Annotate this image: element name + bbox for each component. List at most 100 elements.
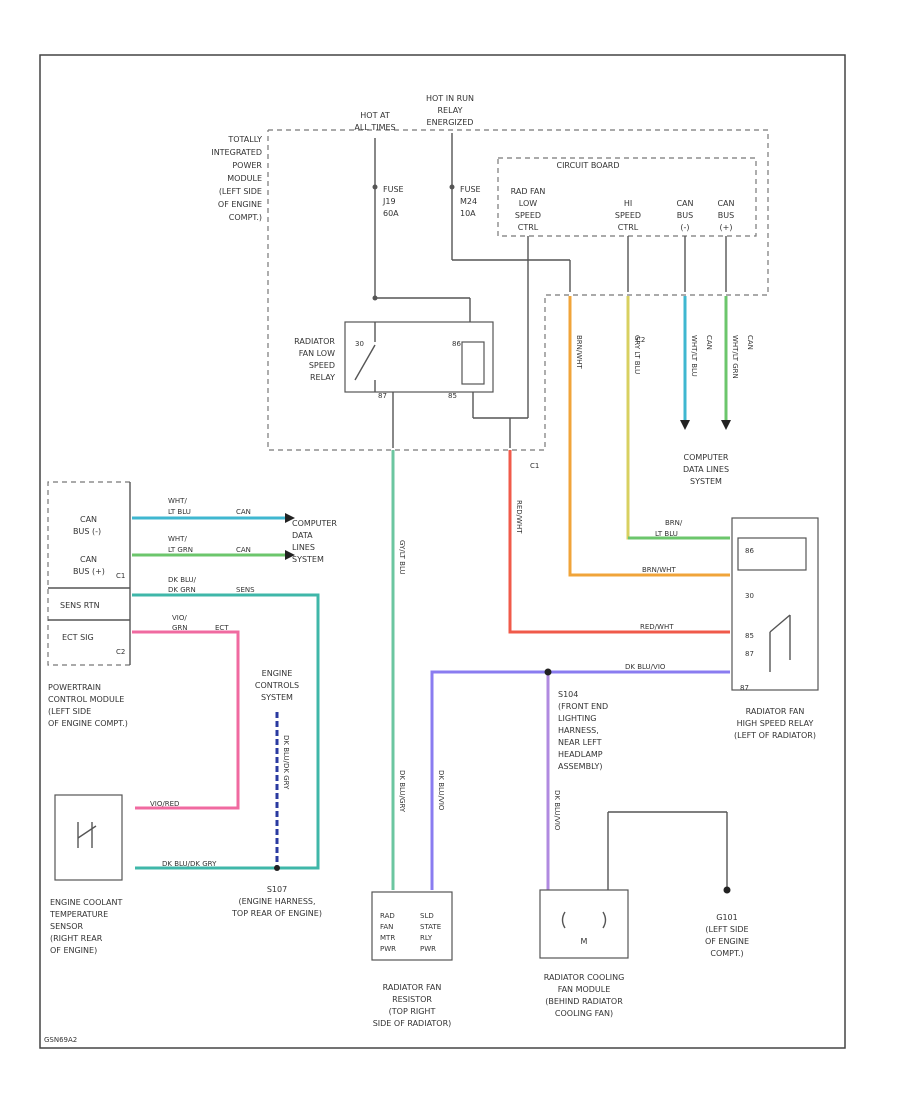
s104-5: NEAR LEFT <box>558 738 602 747</box>
hi-speed-ctrl-3: CTRL <box>618 223 639 232</box>
tipm-label-7: COMPT.) <box>229 213 262 222</box>
wire-dkbl-vt-v2: DK BLU/VIO <box>553 790 561 831</box>
hi-pin-87: 87 <box>745 650 754 658</box>
pcm-can2-b: BUS (+) <box>73 567 105 576</box>
pcm-cdl-1: COMPUTER <box>292 519 337 528</box>
hi-pin-86: 86 <box>745 547 754 555</box>
wire-dkbl-vt-h: DK BLU/VIO <box>625 663 666 671</box>
s104-7: ASSEMBLY) <box>558 762 602 771</box>
fan-label-2: FAN MODULE <box>558 985 611 994</box>
cdl-3: SYSTEM <box>690 477 722 486</box>
wire-can-2: CAN <box>746 335 754 350</box>
res-label-1: RADIATOR FAN <box>383 983 442 992</box>
can-bus-1-a: CAN <box>676 199 693 208</box>
high-speed-relay: 86 30 85 87 87 RADIATOR FAN HIGH SPEED R… <box>731 517 819 740</box>
pcm-w2-a: WHT/ <box>168 535 187 543</box>
s104-6: HEADLAMP <box>558 750 603 759</box>
pcm-w3-b: DK GRN <box>168 586 196 594</box>
hi-label-2: HIGH SPEED RELAY <box>737 719 814 728</box>
wire-dkbl-gy-v2: DK BLU/GRY <box>398 770 406 813</box>
pcm-w4-c: ECT <box>215 624 229 632</box>
pcm-cdl-2: DATA <box>292 531 313 540</box>
fuse-m24-3: 10A <box>460 209 476 218</box>
fuse-j19-1: FUSE <box>383 185 404 194</box>
pcm-label-1: POWERTRAIN <box>48 683 101 692</box>
can-bus-1-b: BUS <box>677 211 693 220</box>
can-bus-1-c: (-) <box>680 223 689 232</box>
cdl-2: DATA LINES <box>683 465 729 474</box>
wire-gry-lb: GRY LT BLU <box>633 335 641 374</box>
wire-red-wt-v: RED/WHT <box>515 500 523 534</box>
pcm-w3-a: DK BLU/ <box>168 576 197 584</box>
ect-label-5: OF ENGINE) <box>50 946 97 955</box>
res-label-3: (TOP RIGHT <box>389 1007 436 1016</box>
hi-pin-85: 85 <box>745 632 754 640</box>
pcm-label-3: (LEFT SIDE <box>48 707 91 716</box>
pcm-w2-c: CAN <box>236 546 251 554</box>
low-speed-ctrl-1: RAD FAN <box>511 187 546 196</box>
pcm-c1: C1 <box>116 572 125 580</box>
tipm-label-4: MODULE <box>227 174 262 183</box>
ect-label-4: (RIGHT REAR <box>50 934 103 943</box>
hot-in-run-3: ENERGIZED <box>427 118 474 127</box>
wire-dkbl-gy-sens: DK BLU/DK GRY <box>282 735 290 790</box>
circuit-board-label: CIRCUIT BOARD <box>556 161 619 170</box>
fan-label-3: (BEHIND RADIATOR <box>545 997 623 1006</box>
fuse-m24-2: M24 <box>460 197 477 206</box>
hot-in-run-1: HOT IN RUN <box>426 94 474 103</box>
fuse-j19-3: 60A <box>383 209 399 218</box>
res-rly: RLY <box>420 934 433 942</box>
tipm-label-6: OF ENGINE <box>218 200 262 209</box>
conn-c2-tipm: C2 <box>636 336 645 344</box>
frame-tag: GSN69A2 <box>44 1036 77 1044</box>
hi-pin-87b: 87 <box>740 684 749 692</box>
relay-pin-87: 87 <box>378 392 387 400</box>
relay-label-2: FAN LOW <box>299 349 335 358</box>
g101-2: (LEFT SIDE <box>705 925 748 934</box>
wire-red-wt-h: RED/WHT <box>640 623 674 631</box>
hi-speed-ctrl-2: SPEED <box>615 211 641 220</box>
splice-s104 <box>544 668 552 676</box>
hi-relay-pin-brn: BRN/ <box>665 519 683 527</box>
ect-sensor: ENGINE COOLANT TEMPERATURE SENSOR (RIGHT… <box>49 794 123 955</box>
low-speed-relay <box>344 321 494 393</box>
fuse-j19-2: J19 <box>382 197 396 206</box>
pcm-w4-a: VIO/ <box>172 614 187 622</box>
res-fan: FAN <box>380 923 393 931</box>
res-label-2: RESISTOR <box>392 995 432 1004</box>
circuit-board <box>497 157 757 237</box>
hi-label-3: (LEFT OF RADIATOR) <box>734 731 816 740</box>
pcm-w2-b: LT GRN <box>168 546 193 554</box>
g101-ground <box>723 886 731 894</box>
fan-motor-m: M <box>581 937 588 946</box>
pcm-w1-b: LT BLU <box>168 508 191 516</box>
wire-brn-wt-v: BRN/WHT <box>575 335 583 369</box>
wire-can-1: CAN <box>705 335 713 350</box>
s104-2: (FRONT END <box>558 702 608 711</box>
relay-label-3: SPEED <box>309 361 335 370</box>
relay-label-4: RELAY <box>310 373 335 382</box>
wire-ect-teal: DK BLU/DK GRY <box>162 860 217 868</box>
pcm-module: CAN BUS (-) CAN BUS (+) C1 SENS RTN ECT … <box>47 481 337 871</box>
res-rad: RAD <box>380 912 395 920</box>
hi-speed-ctrl-1: HI <box>624 199 632 208</box>
s104-3: LIGHTING <box>558 714 596 723</box>
s107-2: (ENGINE HARNESS, <box>238 897 315 906</box>
can-bus-2-a: CAN <box>717 199 734 208</box>
wire-dkbl-gy-v: GY/LT BLU <box>398 540 406 575</box>
relay-pin-30: 30 <box>355 340 364 348</box>
tipm-module: TOTALLY INTEGRATED POWER MODULE (LEFT SI… <box>211 94 769 470</box>
engine-controls-1: ENGINE <box>262 669 293 678</box>
hot-all-times-2: ALL TIMES <box>354 123 395 132</box>
pcm-can1-b: BUS (-) <box>73 527 101 536</box>
s107-1: S107 <box>267 885 287 894</box>
g101-1: G101 <box>716 913 737 922</box>
low-speed-ctrl-3: SPEED <box>515 211 541 220</box>
pcm-label-2: CONTROL MODULE <box>48 695 124 704</box>
pcm-w1-c: CAN <box>236 508 251 516</box>
res-sld: SLD <box>420 912 434 920</box>
fan-label-1: RADIATOR COOLING <box>544 973 625 982</box>
wire-wt-gr-v: WHT/LT GRN <box>731 335 739 379</box>
pcm-w1-a: WHT/ <box>168 497 187 505</box>
